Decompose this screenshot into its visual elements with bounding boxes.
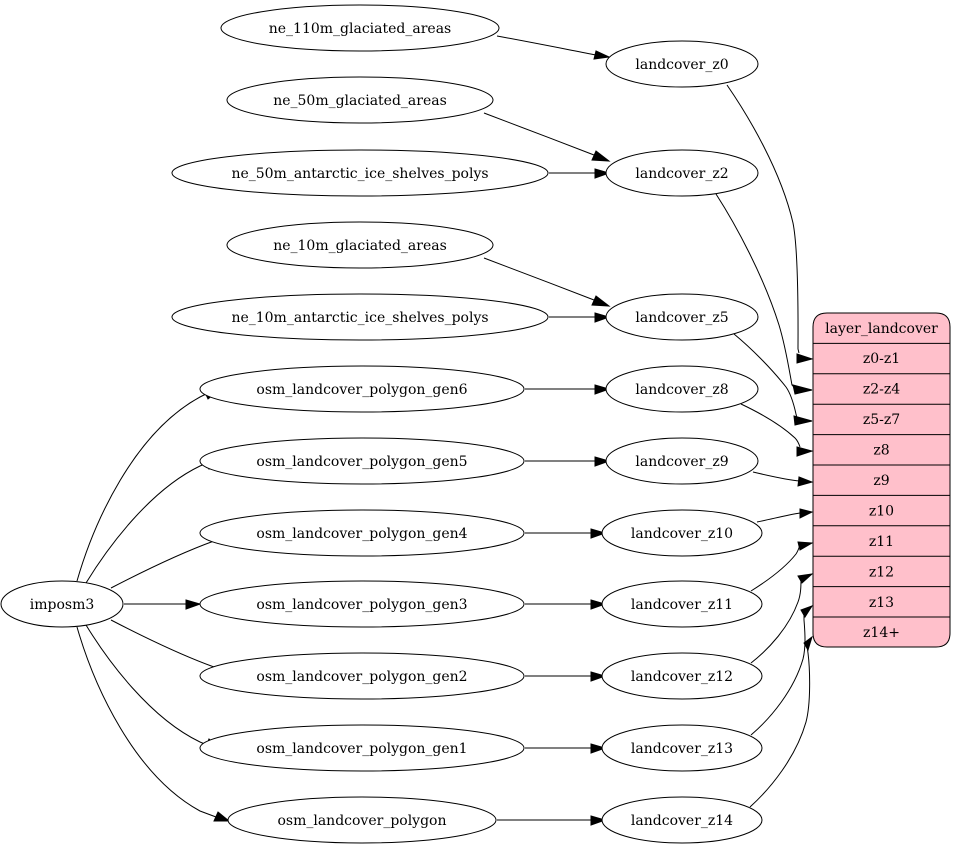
edge-imposm3-to-gen1 (85, 624, 222, 750)
edge-gen3-to-z11 (525, 599, 607, 610)
edge-z13-to-row-z13 (750, 605, 814, 736)
table-row-z0-z1[interactable]: z0-z1 (863, 351, 900, 367)
edge-imposm3-to-gen6 (76, 389, 221, 582)
edge-ne50mant-to-z2 (549, 168, 611, 179)
node-landcover-z2[interactable]: landcover_z2 (605, 149, 759, 197)
edge-z10-to-row-z10 (756, 508, 814, 523)
edge-ne10mglac-to-z5 (483, 257, 611, 307)
table-row-z9[interactable]: z9 (873, 473, 889, 489)
node-ne-10m-antarctic-ice-shelves-polys-label: ne_10m_antarctic_ice_shelves_polys (231, 310, 488, 326)
edge-gen1-to-z13 (525, 743, 607, 754)
node-landcover-z14-label: landcover_z14 (631, 813, 733, 829)
node-landcover-z9-label: landcover_z9 (635, 454, 728, 470)
node-osm-landcover-polygon-gen5-label: osm_landcover_polygon_gen5 (256, 454, 467, 470)
node-ne-10m-glaciated-areas-label: ne_10m_glaciated_areas (273, 238, 447, 254)
node-ne-50m-antarctic-ice-shelves-polys[interactable]: ne_50m_antarctic_ice_shelves_polys (171, 149, 549, 197)
node-landcover-z11[interactable]: landcover_z11 (601, 580, 763, 628)
node-osm-landcover-polygon-gen6-label: osm_landcover_polygon_gen6 (256, 382, 467, 398)
edge-gen2-to-z12 (525, 671, 607, 682)
node-landcover-z13[interactable]: landcover_z13 (601, 724, 763, 772)
node-osm-landcover-polygon-gen3[interactable]: osm_landcover_polygon_gen3 (199, 580, 525, 628)
edge-ne50mglac-to-z2 (483, 112, 611, 162)
edge-ne10mant-to-z5 (549, 312, 611, 323)
table-header-label: layer_landcover (825, 321, 938, 337)
edge-z2-to-row-z2z4 (715, 193, 813, 395)
node-landcover-z12[interactable]: landcover_z12 (601, 652, 763, 700)
table-row-z2-z4[interactable]: z2-z4 (863, 382, 900, 398)
table-rows: z0-z1 z2-z4 z5-z7 z8 z9 z10 z11 z12 z13 … (813, 342, 950, 641)
node-landcover-z9[interactable]: landcover_z9 (605, 437, 759, 485)
edge-z11-to-row-z11 (750, 541, 814, 592)
node-ne-110m-glaciated-areas-label: ne_110m_glaciated_areas (269, 21, 451, 37)
edge-gen4-to-z10 (525, 528, 607, 539)
node-landcover-z14[interactable]: landcover_z14 (601, 796, 763, 844)
edge-imposm3-to-polygon (76, 626, 231, 822)
node-landcover-z2-label: landcover_z2 (635, 166, 728, 182)
node-landcover-z5[interactable]: landcover_z5 (605, 293, 759, 341)
table-header-layer-landcover: layer_landcover (825, 321, 938, 337)
table-body (812, 312, 951, 648)
node-ne-50m-antarctic-ice-shelves-polys-label: ne_50m_antarctic_ice_shelves_polys (231, 166, 488, 182)
edge-layer (76, 35, 814, 826)
edge-gen5-to-z9 (525, 456, 611, 467)
table-row-z5-z7[interactable]: z5-z7 (863, 412, 900, 428)
node-osm-landcover-polygon-gen2[interactable]: osm_landcover_polygon_gen2 (199, 652, 525, 700)
node-landcover-z10-label: landcover_z10 (631, 526, 733, 542)
edge-imposm3-to-gen3 (124, 599, 202, 610)
edge-ne110m-to-z0 (496, 35, 611, 60)
edge-z5-to-row-z5z7 (733, 333, 813, 426)
table-row-z12[interactable]: z12 (869, 565, 894, 581)
node-osm-landcover-polygon-gen6[interactable]: osm_landcover_polygon_gen6 (199, 365, 525, 413)
node-ne-50m-glaciated-areas-label: ne_50m_glaciated_areas (273, 93, 447, 109)
edge-gen6-to-z8 (525, 384, 611, 395)
table-row-z11[interactable]: z11 (869, 534, 894, 550)
edge-z14-to-row-z14plus (749, 635, 813, 808)
node-landcover-z0-label: landcover_z0 (635, 57, 728, 73)
node-osm-landcover-polygon-gen4-label: osm_landcover_polygon_gen4 (256, 526, 467, 542)
node-landcover-z5-label: landcover_z5 (635, 310, 728, 326)
edge-z0-to-row-z0z1 (726, 84, 814, 364)
node-landcover-z11-label: landcover_z11 (631, 597, 733, 613)
table-row-z14plus[interactable]: z14+ (863, 625, 900, 641)
node-landcover-z0[interactable]: landcover_z0 (605, 40, 759, 88)
node-landcover-z12-label: landcover_z12 (631, 669, 733, 685)
node-osm-landcover-polygon-gen5[interactable]: osm_landcover_polygon_gen5 (199, 437, 525, 485)
node-osm-landcover-polygon-gen3-label: osm_landcover_polygon_gen3 (256, 597, 467, 613)
edge-z8-to-row-z8 (740, 403, 814, 457)
edge-polygon-to-z14 (497, 815, 607, 826)
node-landcover-z8-label: landcover_z8 (635, 382, 728, 398)
node-osm-landcover-polygon-gen4[interactable]: osm_landcover_polygon_gen4 (199, 509, 525, 557)
node-osm-landcover-polygon[interactable]: osm_landcover_polygon (227, 796, 497, 844)
node-osm-landcover-polygon-label: osm_landcover_polygon (277, 813, 446, 829)
edge-z12-to-row-z12 (750, 573, 814, 664)
node-osm-landcover-polygon-gen1-label: osm_landcover_polygon_gen1 (256, 741, 467, 757)
edge-imposm3-to-gen5 (85, 458, 222, 584)
node-osm-landcover-polygon-gen2-label: osm_landcover_polygon_gen2 (256, 669, 467, 685)
node-osm-landcover-polygon-gen1[interactable]: osm_landcover_polygon_gen1 (199, 724, 525, 772)
node-imposm3[interactable]: imposm3 (0, 580, 124, 628)
node-imposm3-label: imposm3 (30, 597, 95, 613)
table-row-z10[interactable]: z10 (869, 504, 894, 520)
node-ne-10m-antarctic-ice-shelves-polys[interactable]: ne_10m_antarctic_ice_shelves_polys (171, 293, 549, 341)
layer-landcover-table[interactable]: layer_landcover z0-z1 z2-z4 z5-z7 z8 z9 (812, 312, 951, 648)
table-row-z8[interactable]: z8 (873, 443, 889, 459)
node-ne-10m-glaciated-areas[interactable]: ne_10m_glaciated_areas (226, 221, 494, 269)
table-row-z13[interactable]: z13 (869, 595, 894, 611)
edge-z9-to-row-z9 (752, 471, 814, 487)
node-landcover-z8[interactable]: landcover_z8 (605, 365, 759, 413)
node-landcover-z10[interactable]: landcover_z10 (601, 509, 763, 557)
node-ne-110m-glaciated-areas[interactable]: ne_110m_glaciated_areas (220, 4, 500, 52)
node-ne-50m-glaciated-areas[interactable]: ne_50m_glaciated_areas (226, 76, 494, 124)
node-landcover-z13-label: landcover_z13 (631, 741, 733, 757)
